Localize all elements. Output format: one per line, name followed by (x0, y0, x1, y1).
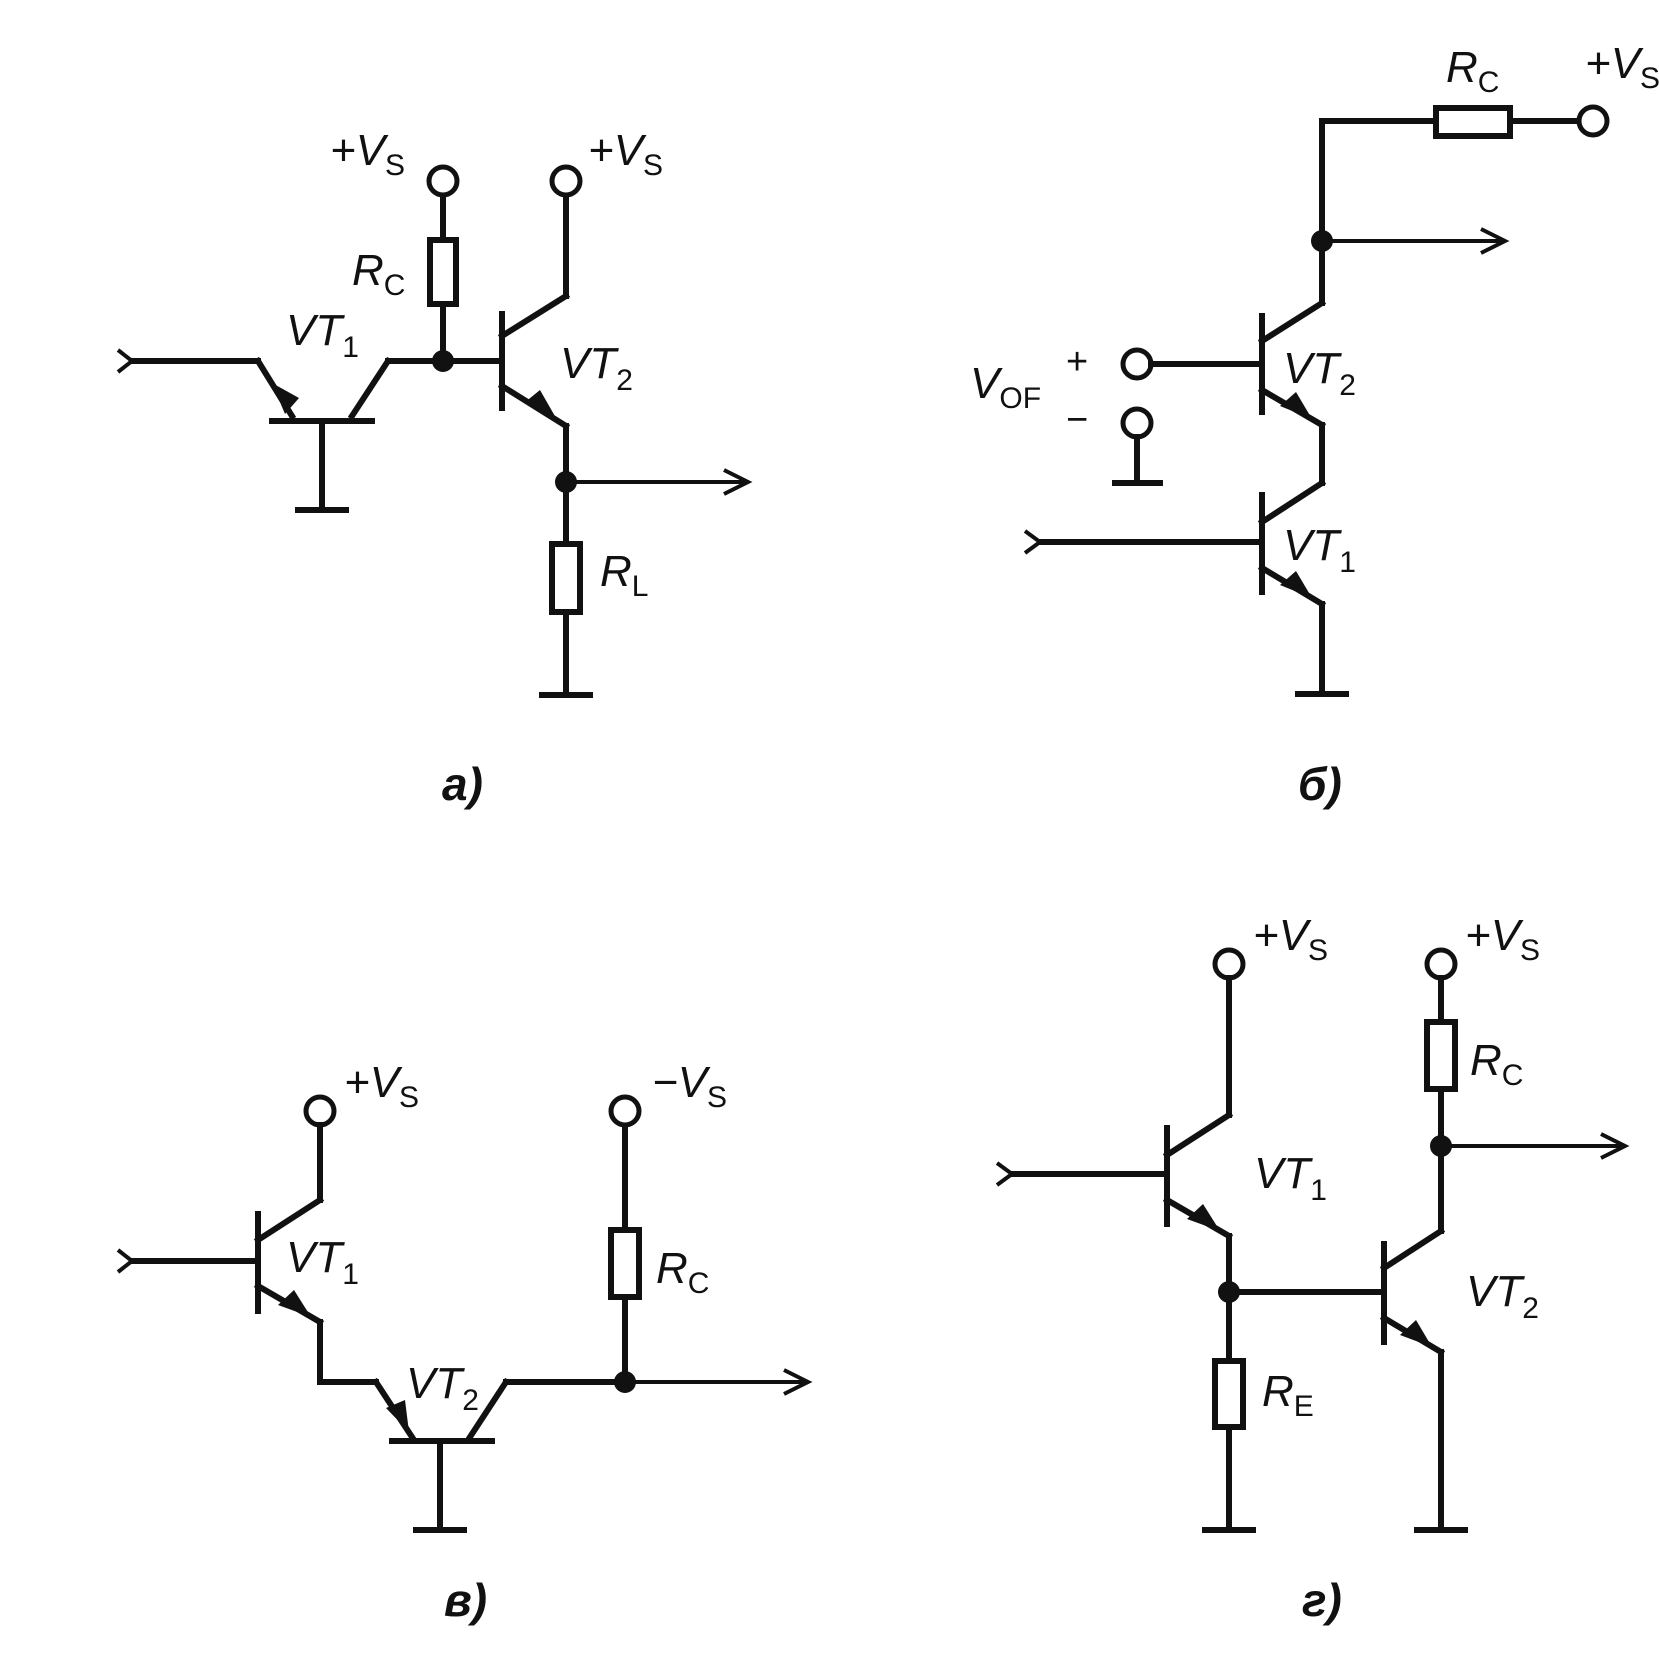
vt2-emitter-arrow (524, 390, 556, 418)
label-vt1: VT1 (286, 306, 359, 364)
label-vs: +VS (588, 126, 663, 182)
panel-b-circuit (1023, 104, 1610, 697)
output-arrow (1600, 1132, 1630, 1160)
label-vt1: VT1 (1254, 1149, 1327, 1207)
panel-a-labels: +VS +VS RC VT1 VT2 RL a) (286, 126, 663, 810)
vof-terminal-minus (1120, 406, 1154, 440)
label-rc: RC (352, 246, 405, 302)
label-rc: RC (1470, 1036, 1523, 1092)
label-rl: RL (600, 547, 648, 603)
label-vof: VOF (970, 359, 1041, 415)
label-rc: RC (656, 1244, 709, 1300)
rc-resistor-g (1424, 1019, 1458, 1092)
re-resistor (1212, 1358, 1246, 1430)
vs-terminal-v1 (303, 1094, 337, 1128)
vof-terminal-plus (1120, 347, 1154, 381)
panel-v-labels: +VS −VS VT1 RC VT2 в) (286, 1058, 727, 1626)
panel-a-circuit (116, 164, 753, 698)
vt2-emitter-arrow (1280, 392, 1312, 419)
label-vt1: VT1 (1283, 521, 1356, 579)
vs-terminal-a2 (549, 164, 583, 198)
panel-g-circuit (995, 947, 1630, 1533)
label-re: RE (1262, 1367, 1314, 1423)
vt2-emitter-arrow (1400, 1320, 1432, 1347)
label-vt2: VT2 (560, 339, 633, 397)
label-vs: +VS (330, 126, 405, 182)
label-vs: +VS (1465, 911, 1540, 967)
vs-terminal-b (1576, 104, 1610, 138)
label-vt1: VT1 (286, 1233, 359, 1291)
output-arrow (783, 1368, 813, 1396)
vs-terminal-a1 (426, 164, 460, 198)
vt1-emitter-arrow (278, 1290, 311, 1317)
caption-g: г) (1302, 1574, 1342, 1626)
rc-resistor-a (427, 237, 459, 307)
label-vs-minus: −VS (652, 1058, 727, 1114)
label-vs: +VS (1253, 911, 1328, 967)
label-rc: RC (1446, 43, 1499, 99)
label-vs: +VS (1585, 39, 1659, 95)
output-arrow (1480, 227, 1510, 255)
panel-v-circuit (116, 1094, 813, 1533)
label-vt2: VT2 (406, 1359, 479, 1417)
label-plus: + (1066, 341, 1088, 383)
vs-terminal-g1 (1212, 947, 1246, 981)
label-vs: +VS (344, 1058, 419, 1114)
vt2-emitter-arrow (386, 1400, 409, 1432)
panel-g-labels: +VS +VS RC VT1 VT2 RE г) (1253, 911, 1540, 1626)
label-vt2: VT2 (1466, 1267, 1539, 1325)
vt1-emitter-arrow (1187, 1204, 1220, 1231)
rc-resistor-b (1433, 105, 1513, 139)
caption-a: a) (442, 758, 483, 810)
vt1-emitter-arrow (272, 383, 299, 414)
label-minus: − (1066, 399, 1088, 441)
vs-terminal-v2 (608, 1094, 642, 1128)
rl-resistor (549, 541, 583, 615)
vt1-emitter-arrow (1280, 571, 1312, 598)
caption-b: б) (1298, 758, 1342, 810)
panel-b-labels: RC +VS VOF + − VT2 VT1 б) (970, 39, 1659, 810)
rc-resistor-v (608, 1227, 642, 1300)
vs-terminal-g2 (1424, 947, 1458, 981)
output-arrow (723, 468, 753, 496)
caption-v: в) (444, 1574, 487, 1626)
label-vt2: VT2 (1283, 344, 1356, 402)
